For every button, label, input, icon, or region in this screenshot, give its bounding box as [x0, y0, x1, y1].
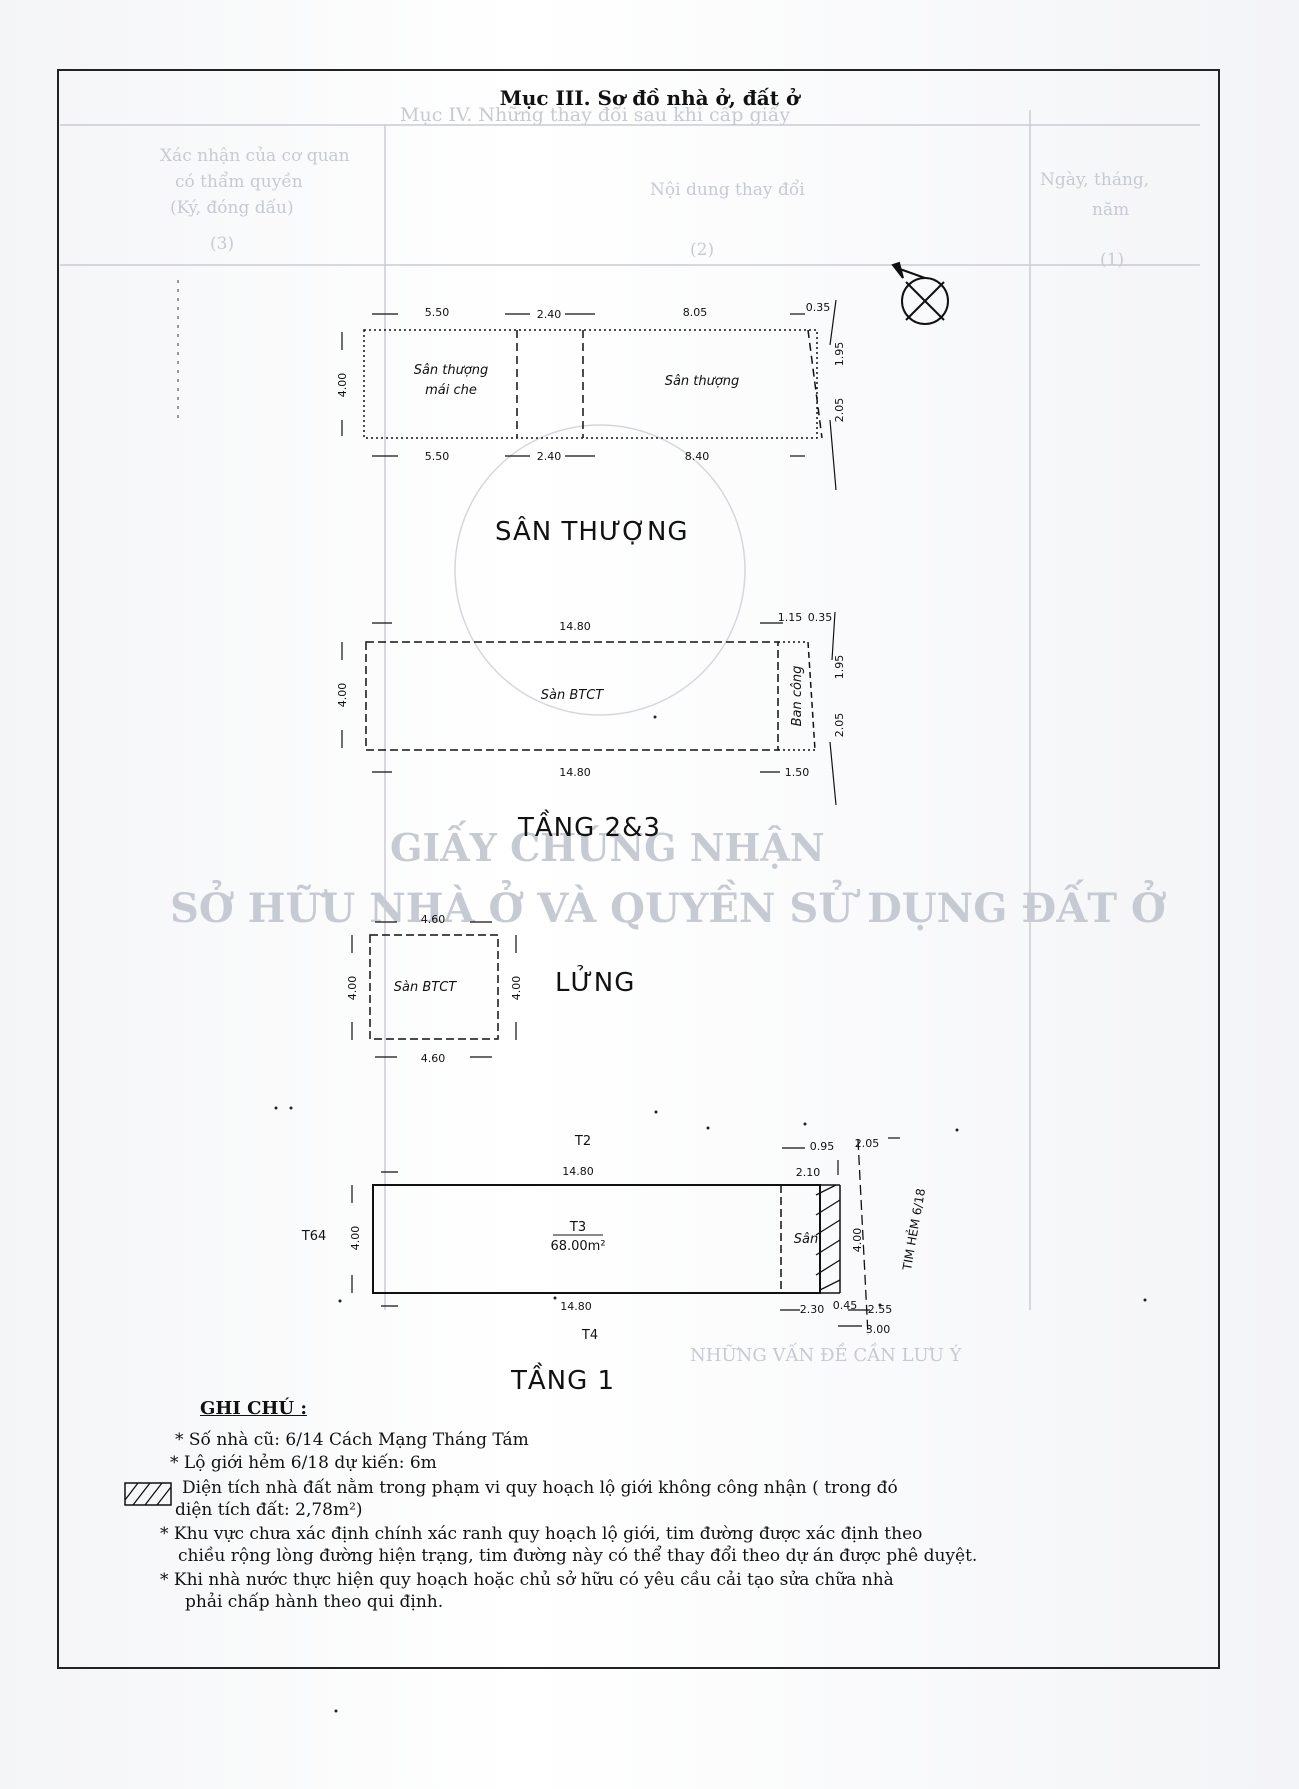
north-arrow-icon: [891, 261, 949, 325]
plan-san-thuong: 5.50 2.40 8.05 0.35 5.50 2.40 8.40 4.00 …: [336, 299, 846, 491]
dim-lung-top: 4.60: [421, 913, 446, 926]
neighbor-top: T2: [574, 1134, 591, 1149]
ghost-col3-line2: có thẩm quyền: [175, 172, 303, 192]
dim-tang23-top-1: 14.80: [559, 620, 591, 633]
section-title: Mục III. Sơ đồ nhà ở, đất ở: [499, 86, 800, 110]
dim-santhuong-bottom-1: 5.50: [425, 450, 450, 463]
label-san-thuong: SÂN THƯỢNG: [495, 517, 689, 547]
dim-tang1-top-3: 2.05: [855, 1137, 880, 1150]
dim-tang1-bottom-3: 0.45: [833, 1299, 858, 1312]
ghost-col1-line2: năm: [1092, 200, 1130, 220]
neighbor-bottom: T4: [581, 1328, 598, 1343]
dim-tang1-top-2: 0.95: [810, 1140, 835, 1153]
dim-tang23-top-3: 0.35: [808, 611, 833, 624]
dim-santhuong-bottom-2: 2.40: [537, 450, 562, 463]
section-frame: [57, 69, 1220, 1669]
ghost-seal-line1: GIẤY CHỨNG NHẬN: [390, 825, 825, 870]
plan-tang-1: 14.80 0.95 2.05 2.10 14.80 2.30 0.45 2.5…: [301, 1134, 928, 1343]
dim-santhuong-top-1: 5.50: [425, 306, 450, 319]
dim-tang1-bottom-5: 3.00: [866, 1323, 891, 1336]
notes-heading: GHI CHÚ :: [200, 1398, 308, 1419]
parcel-area: 68.00m²: [550, 1239, 605, 1254]
ghost-table-lines: [60, 110, 1200, 1310]
dim-lung-right: 4.00: [510, 976, 523, 1001]
dim-tang1-bottom-2: 2.30: [800, 1303, 825, 1316]
plan-lung: 4.60 4.60 4.00 4.00 Sàn BTCT: [346, 913, 523, 1065]
room-santhuong-open: Sân thượng: [665, 374, 740, 389]
dim-tang1-top-4: 2.10: [796, 1166, 821, 1179]
room-santhuong-mai-che-1: Sân thượng: [414, 363, 489, 378]
dim-santhuong-top-4: 0.35: [806, 301, 831, 314]
note-item: chiều rộng lòng đường hiện trạng, tim đư…: [178, 1546, 978, 1566]
dim-santhuong-left: 4.00: [336, 373, 349, 398]
note-item: phải chấp hành theo qui định.: [185, 1592, 444, 1612]
label-tang-2-3: TẦNG 2&3: [518, 813, 661, 843]
ghost-col2-line1: Nội dung thay đổi: [650, 180, 805, 200]
ghost-seal-line2: SỞ HỮU NHÀ Ở VÀ QUYỀN SỬ DỤNG ĐẤT Ở: [170, 885, 1166, 932]
parcel-id: T3: [569, 1220, 586, 1235]
note-item: Diện tích nhà đất nằm trong phạm vi quy …: [182, 1478, 898, 1498]
room-santhuong-mai-che-2: mái che: [425, 383, 477, 398]
ghost-header-title: Mục IV. Những thay đổi sau khi cấp giấy: [400, 104, 791, 126]
dim-lung-bottom: 4.60: [421, 1052, 446, 1065]
ghost-col3-line4: (3): [210, 234, 235, 254]
dim-tang23-bottom-2: 1.50: [785, 766, 810, 779]
ghost-col2-line2: (2): [690, 240, 715, 260]
dim-tang23-right-2: 2.05: [833, 713, 846, 738]
dim-tang23-right-1: 1.95: [833, 655, 846, 680]
dim-tang1-top-1: 14.80: [562, 1165, 594, 1178]
plan-tang-2-3: 14.80 1.15 0.35 14.80 1.50 4.00 1.95 2.0…: [336, 611, 846, 806]
ghost-col1-line1: Ngày, tháng,: [1040, 170, 1150, 190]
dim-lung-left: 4.00: [346, 976, 359, 1001]
dim-tang1-bottom-1: 14.80: [560, 1300, 592, 1313]
dim-santhuong-right-1: 1.95: [833, 342, 846, 367]
ghost-notice-title: NHỮNG VẤN ĐỀ CẦN LƯU Ý: [690, 1345, 962, 1366]
dim-santhuong-top-2: 2.40: [537, 308, 562, 321]
label-lung: LỬNG: [555, 968, 636, 998]
note-item: * Lộ giới hẻm 6/18 dự kiến: 6m: [170, 1453, 437, 1473]
room-lung: Sàn BTCT: [394, 980, 458, 995]
dim-tang23-bottom-1: 14.80: [559, 766, 591, 779]
room-tang1-yard: Sân: [794, 1232, 818, 1247]
scan-specks: [274, 715, 1147, 1713]
dim-tang23-top-2: 1.15: [778, 611, 803, 624]
note-item: diện tích đất: 2,78m²): [175, 1500, 363, 1520]
road-centerline-label: TIM HẺM 6/18: [898, 1187, 928, 1272]
dim-tang1-left: 4.00: [349, 1226, 362, 1251]
ghost-col3-line1: Xác nhận của cơ quan: [160, 146, 350, 166]
hatched-strip: [815, 1184, 841, 1291]
ghost-col3-line3: (Ký, đóng dấu): [170, 198, 294, 218]
dim-tang1-right: 4.00: [851, 1228, 864, 1253]
label-tang-1: TẦNG 1: [511, 1366, 616, 1396]
dim-santhuong-top-3: 8.05: [683, 306, 708, 319]
dim-santhuong-bottom-3: 8.40: [685, 450, 710, 463]
room-tang23-main: Sàn BTCT: [541, 688, 605, 703]
note-item: * Khu vực chưa xác định chính xác ranh q…: [160, 1524, 923, 1544]
legend-hatch-swatch: [124, 1482, 172, 1506]
dim-tang23-left: 4.00: [336, 683, 349, 708]
note-item: * Số nhà cũ: 6/14 Cách Mạng Tháng Tám: [175, 1430, 529, 1450]
dim-santhuong-right-2: 2.05: [833, 398, 846, 423]
room-tang23-balcony: Ban công: [790, 666, 805, 727]
neighbor-left: T64: [301, 1229, 326, 1244]
note-item: * Khi nhà nước thực hiện quy hoạch hoặc …: [160, 1570, 894, 1590]
dim-tang1-bottom-4: 2.55: [868, 1303, 893, 1316]
